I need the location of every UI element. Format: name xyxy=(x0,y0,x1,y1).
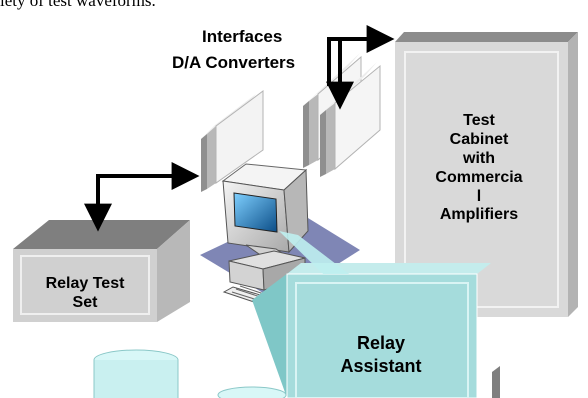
da-converters-label: D/A Converters xyxy=(172,53,296,72)
cabinet-top-face xyxy=(395,32,578,42)
relay-test-set-top xyxy=(13,220,190,249)
relay-test-set-inner-border xyxy=(20,255,150,315)
cabinet-label: Test Cabinet with Commercia l Amplifiers xyxy=(412,112,546,225)
relay-assistant-label: Relay Assistant xyxy=(311,332,451,398)
storage-cylinder-left xyxy=(93,349,179,398)
relay-test-set-side xyxy=(157,220,190,322)
relay-test-set-line-2: Set xyxy=(72,293,98,311)
monitor-screen xyxy=(233,192,278,233)
relay-test-set-box xyxy=(13,220,190,322)
monitor-side xyxy=(283,168,309,254)
partial-block-edge xyxy=(492,366,500,398)
interfaces-label: Interfaces xyxy=(202,27,283,46)
assistant-front-face xyxy=(286,273,478,398)
cabinet-label-line-5: l xyxy=(476,187,482,205)
cabinet-label-line-1: Test xyxy=(463,112,495,129)
cabinet-inner-border xyxy=(404,51,559,308)
computer-workstation xyxy=(221,163,309,312)
assistant-callout xyxy=(279,231,349,274)
cabinet-label-line-3: with xyxy=(463,149,495,167)
relay-test-set-front xyxy=(13,249,157,322)
relay-assistant-line-2: Assistant xyxy=(340,355,422,376)
storage-cylinder-right xyxy=(217,386,287,398)
arrow-to-interface-card xyxy=(96,162,200,206)
assistant-inner-border xyxy=(295,282,469,398)
cabinet-side-face xyxy=(568,32,578,317)
caption-text: iety of test waveforms. xyxy=(0,0,156,10)
relay-test-set-label: Relay Test Set xyxy=(28,275,142,317)
relay-assistant-line-1: Relay xyxy=(356,333,406,353)
cabinet-label-line-2: Cabinet xyxy=(449,130,509,148)
interface-card-right xyxy=(320,62,381,177)
cabinet-label-line-6: Amplifiers xyxy=(439,206,519,224)
relay-test-set-line-1: Relay Test xyxy=(45,275,125,292)
interface-card-left xyxy=(201,90,264,192)
cabinet-label-line-4: Commercia xyxy=(435,168,523,186)
relay-assistant-box xyxy=(252,231,500,398)
arrow-to-cabinet xyxy=(327,25,395,86)
